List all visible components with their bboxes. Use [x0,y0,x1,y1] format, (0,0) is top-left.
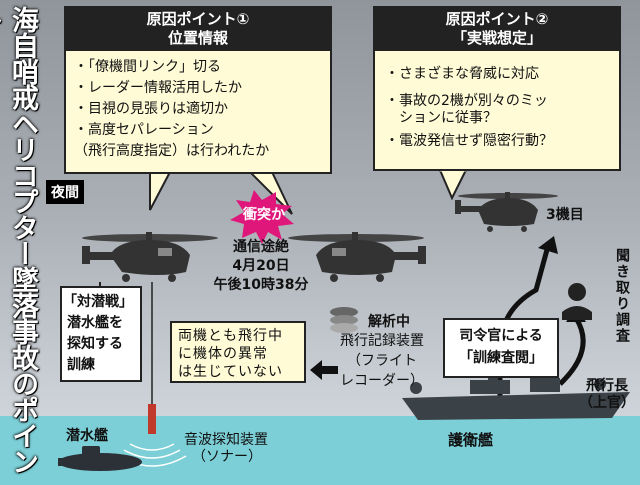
flight-chief-line: （上官） [579,395,635,411]
list-item: ・「僚機間リンク」切る [74,59,221,75]
comm-lost-time: 午後10時38分 [213,277,309,293]
comm-lost-label: 通信途絶 [233,239,289,255]
cause-point-1-list: ・「僚機間リンク」切る ・レーダー情報活用したか ・目視の見張りは適切か ・高度… [66,51,330,162]
third-aircraft-label: 3機目 [546,207,584,223]
list-item: ・さまざまな脅威に対応 [385,66,539,82]
interview-label: 聞き取り調査 [614,248,630,344]
anti-sub-line: 訓練 [67,357,95,373]
helicopter-right-icon [288,232,426,282]
cause-point-2-list: ・さまざまな脅威に対応 ・事故の2機が別々のミッ ションに従事？ ・電波発信せず… [375,51,619,154]
callout2-pointer [438,169,468,201]
destroyer-label: 護衛艦 [448,431,494,449]
sonar-line: 音波探知装置 [184,432,268,448]
list-item: ・目視の見張りは適切か [74,101,228,117]
page-title: 海自哨戒ヘリコプター墜落事故のポイント [0,6,38,474]
anti-sub-line: 探知する [67,336,123,352]
comm-lost-date: 4月20日 [232,258,290,274]
sonar-line: （ソナー） [192,449,262,465]
sea [0,416,640,485]
list-item: ・電波発信せず隠密行動？ [385,133,553,149]
comm-lost-info: 通信途絶 4月20日 午後10時38分 [206,238,316,295]
callout1-pointer [149,171,172,211]
analysis-label: 解析中 [368,314,410,330]
helicopter-left-icon [82,232,218,282]
flight-recorder-icon [330,307,358,333]
flight-chief-label: 飛行長 （上官） [578,378,636,412]
aircraft-status-box: 両機とも飛行中 に機体の異常 は生じていない [170,321,306,383]
left-arrow-icon [310,360,338,380]
status-line: は生じていない [178,364,283,380]
cause-point-1-heading: 原因ポイント① 位置情報 [66,8,330,51]
sonar-pole-icon [148,404,156,434]
person-icon [562,283,592,320]
helicopter-third-icon [455,192,558,232]
destroyer-icon [402,364,630,420]
recorder-line: 飛行記録装置 [340,333,424,349]
list-item: ・事故の2機が別々のミッ [385,93,548,109]
cause-point-2-callout: 原因ポイント② 「実戦想定」 ・さまざまな脅威に対応 ・事故の2機が別々のミッ … [373,6,621,171]
night-badge: 夜間 [46,180,84,204]
recorder-line: レコーダー） [340,373,424,389]
cause-point-1-callout: 原因ポイント① 位置情報 ・「僚機間リンク」切る ・レーダー情報活用したか ・目… [64,6,332,174]
commander-line: 「訓練査閲」 [459,350,543,366]
submarine-icon [58,446,142,471]
commander-inspection-box: 司令官による 「訓練査閲」 [443,318,559,378]
cause-point-2-number: 原因ポイント② [445,10,549,28]
submarine-label: 潜水艦 [66,428,108,444]
cause-point-2-topic: 「実戦想定」 [451,29,542,47]
list-item: ・高度セパレーション [74,122,214,138]
anti-sub-line: 「対潜戦」 [63,294,133,310]
flight-recorder-info: 飛行記録装置 （フライト レコーダー） [322,331,442,391]
collision-label: 衝突か [243,207,285,223]
status-line: 両機とも飛行中 [178,328,283,344]
anti-sub-line: 潜水艦を [67,315,123,331]
sonar-label: 音波探知装置 （ソナー） [184,432,268,466]
cause-point-1-number: 原因ポイント① [146,10,250,28]
list-item: （飛行高度指定）は行われたか [74,143,270,159]
interview-arrow-icon [558,316,586,386]
cause-point-1-topic: 位置情報 [167,29,228,47]
flight-chief-line: 飛行長 [586,378,628,394]
status-line: に機体の異常 [178,346,268,362]
collision-burst-icon [230,190,294,244]
anti-submarine-training-box: 「対潜戦」 潜水艦を 探知する 訓練 [60,286,142,382]
recorder-line: （フライト [347,353,417,369]
list-item: ションに従事？ [399,110,497,126]
commander-line: 司令官による [459,328,543,344]
list-item: ・レーダー情報活用したか [74,80,242,96]
cause-point-2-heading: 原因ポイント② 「実戦想定」 [375,8,619,51]
